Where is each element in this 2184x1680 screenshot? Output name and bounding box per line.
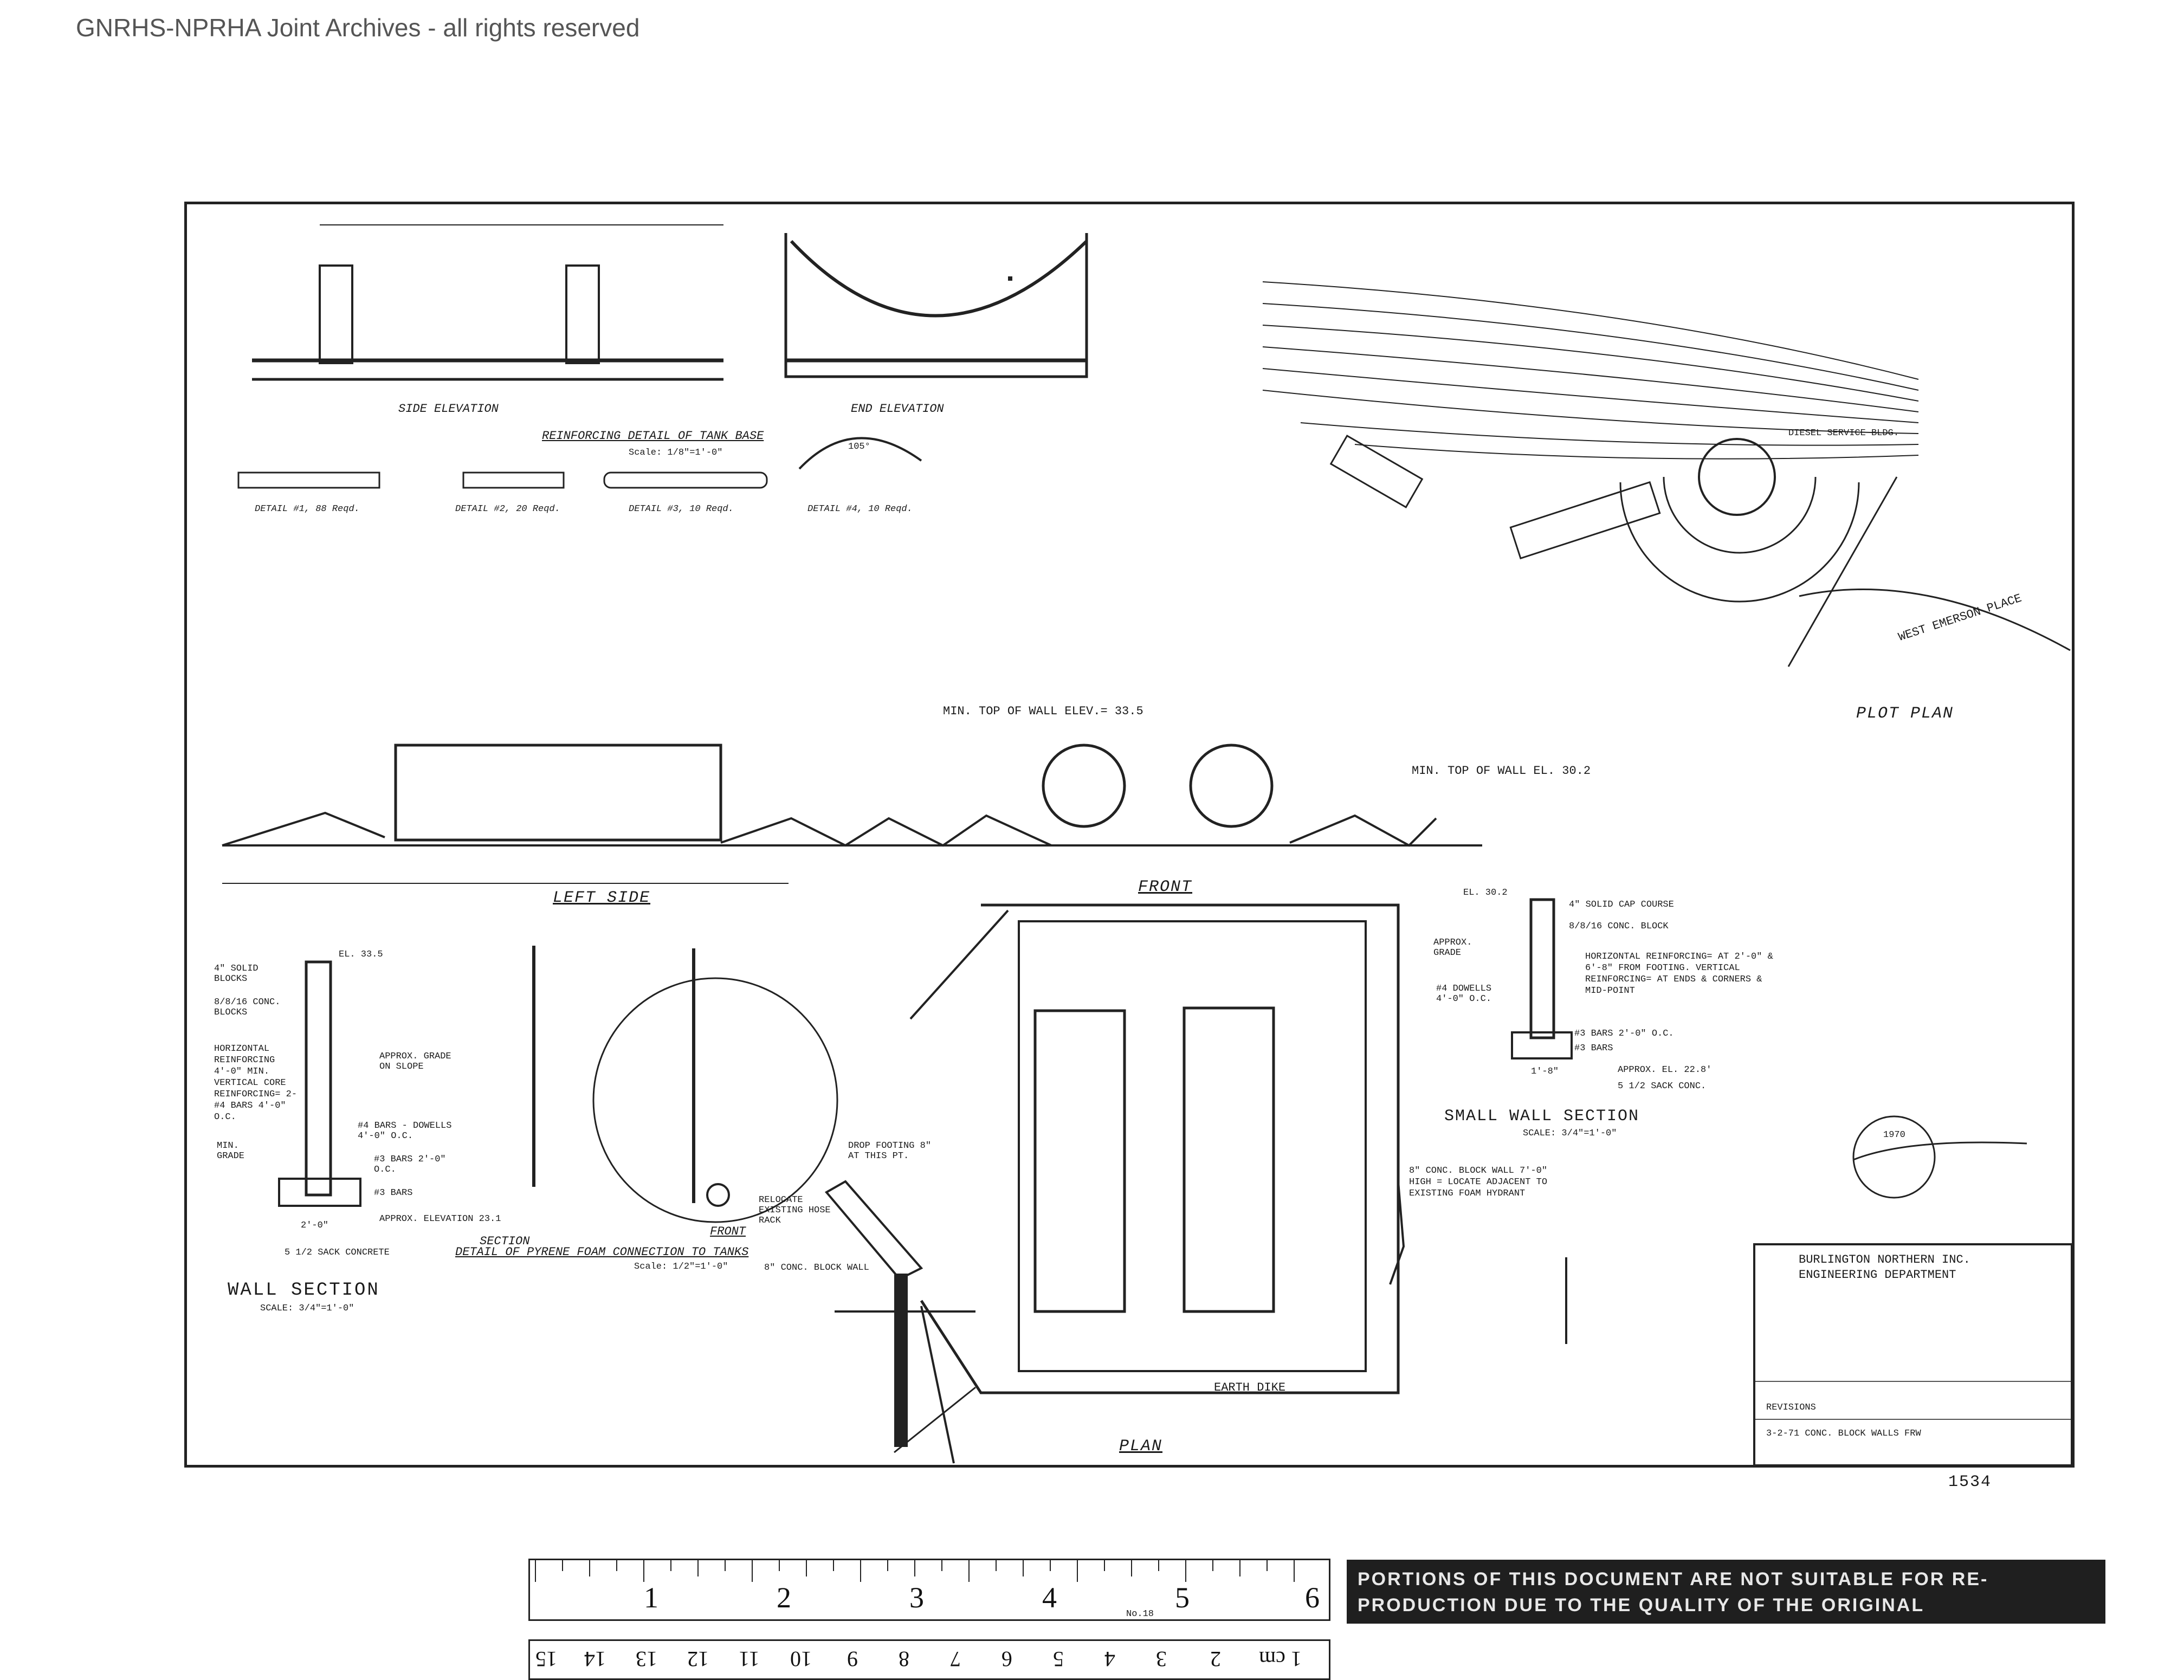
cm-mark-7: 7 xyxy=(950,1647,961,1671)
side-elevation-label: SIDE ELEVATION xyxy=(398,402,499,416)
wall-el-label: EL. 33.5 xyxy=(339,949,383,960)
small-wall-grade-label: APPROX. GRADE xyxy=(1433,938,1472,958)
approx-elevation-label: APPROX. ELEVATION 23.1 xyxy=(379,1214,501,1224)
block-wall-note: 8" CONC. BLOCK WALL 7'-0" HIGH = LOCATE … xyxy=(1409,1166,1548,1199)
ruler-brand: No.18 xyxy=(1126,1609,1154,1619)
small-wall-reinforcing-label: HORIZONTAL REINFORCING= AT 2'-0" & 6'-8"… xyxy=(1585,952,1773,996)
archive-watermark: GNRHS-NPRHA Joint Archives - all rights … xyxy=(76,14,640,42)
cm-mark-6: 6 xyxy=(1001,1647,1012,1671)
cm-mark-2: 2 xyxy=(1210,1647,1221,1671)
inch-ticks xyxy=(535,1560,1295,1582)
reproduction-notice: PORTIONS OF THIS DOCUMENT ARE NOT SUITAB… xyxy=(1347,1560,2105,1624)
cm-mark-14: 14 xyxy=(584,1647,606,1671)
company-name: BURLINGTON NORTHERN INC. xyxy=(1799,1253,1970,1267)
min-grade-label: MIN. GRADE xyxy=(217,1141,245,1161)
dowells-label: #4 DOWELLS 4'-0" O.C. xyxy=(1436,984,1492,1004)
cap-course-label: 4" SOLID CAP COURSE xyxy=(1569,900,1674,910)
section-label: SECTION xyxy=(480,1235,530,1248)
small-wall-scale: SCALE: 3/4"=1'-0" xyxy=(1523,1128,1617,1139)
cm-mark-15: 15 xyxy=(535,1647,557,1671)
department-name: ENGINEERING DEPARTMENT xyxy=(1799,1268,1956,1282)
block-wall-label: 8" CONC. BLOCK WALL xyxy=(764,1263,869,1273)
cm-mark-10: 10 xyxy=(790,1647,812,1671)
cm-mark-4: 4 xyxy=(1104,1647,1115,1671)
inch-mark-5: 5 xyxy=(1175,1581,1190,1614)
pyrene-front-label: FRONT xyxy=(710,1225,746,1238)
inch-mark-4: 4 xyxy=(1042,1581,1057,1614)
conc-blocks-label: 8/8/16 CONC. BLOCKS xyxy=(214,997,281,1018)
small-bars-oc-label: #3 BARS 2'-0" O.C. xyxy=(1574,1029,1674,1039)
pyrene-scale: Scale: 1/2"=1'-0" xyxy=(634,1262,728,1272)
inch-mark-1: 1 xyxy=(644,1581,658,1614)
cm-mark-1: 1 cm xyxy=(1259,1647,1302,1671)
end-elevation-label: END ELEVATION xyxy=(851,402,944,416)
small-approx-el-label: APPROX. EL. 22.8' xyxy=(1618,1065,1712,1075)
inch-ruler: 1 2 3 4 5 6 No.18 xyxy=(528,1559,1330,1621)
left-side-label: LEFT SIDE xyxy=(553,889,651,907)
solid-blocks-label: 4" SOLID BLOCKS xyxy=(214,964,259,984)
conc-block-label: 8/8/16 CONC. BLOCK xyxy=(1569,921,1669,932)
front-label: FRONT xyxy=(1138,878,1193,896)
cm-mark-5: 5 xyxy=(1053,1647,1064,1671)
cm-mark-3: 3 xyxy=(1156,1647,1167,1671)
wall-section-scale: SCALE: 3/4"=1'-0" xyxy=(260,1303,354,1314)
bars-oc-label: #3 BARS 2'-0" O.C. xyxy=(374,1154,446,1175)
small-wall-el-label: EL. 30.2 xyxy=(1463,888,1508,898)
detail-3-label: DETAIL #3, 10 Reqd. xyxy=(629,504,734,514)
inch-mark-3: 3 xyxy=(909,1581,924,1614)
small-bars-label: #3 BARS xyxy=(1574,1043,1613,1054)
small-concrete-label: 5 1/2 SACK CONC. xyxy=(1618,1081,1707,1091)
detail-4-label: DETAIL #4, 10 Reqd. xyxy=(807,504,913,514)
inch-mark-2: 2 xyxy=(777,1581,791,1614)
title-block: BURLINGTON NORTHERN INC. ENGINEERING DEP… xyxy=(1753,1243,2073,1466)
min-wall-elev-label: MIN. TOP OF WALL ELEV.= 33.5 xyxy=(943,705,1143,718)
bars-label: #3 BARS xyxy=(374,1188,413,1198)
cm-mark-13: 13 xyxy=(636,1647,657,1671)
seal-year: 1970 xyxy=(1883,1130,1905,1140)
wall-section-title: WALL SECTION xyxy=(228,1280,380,1301)
drawing-sheet xyxy=(184,202,2075,1468)
plan-title: PLAN xyxy=(1119,1437,1163,1456)
diesel-building-label: DIESEL SERVICE BLDG. xyxy=(1788,428,1899,438)
pyrene-detail-title: DETAIL OF PYRENE FOAM CONNECTION TO TANK… xyxy=(455,1245,749,1259)
revisions-divider xyxy=(1755,1419,2071,1420)
cm-mark-11: 11 xyxy=(739,1647,760,1671)
horizontal-reinforcing-label: HORIZONTAL REINFORCING 4'-0" MIN. VERTIC… xyxy=(214,1044,298,1122)
cm-mark-12: 12 xyxy=(687,1647,709,1671)
detail-1-label: DETAIL #1, 88 Reqd. xyxy=(255,504,360,514)
wall-footing-dim: 2'-0" xyxy=(301,1220,329,1231)
sack-concrete-label: 5 1/2 SACK CONCRETE xyxy=(285,1248,390,1258)
small-wall-dim: 1'-8" xyxy=(1531,1067,1559,1077)
bend-angle-label: 105° xyxy=(848,442,870,452)
inch-mark-6: 6 xyxy=(1305,1581,1320,1614)
earth-dike-label: EARTH DIKE xyxy=(1214,1381,1286,1394)
min-wall-el-label: MIN. TOP OF WALL EL. 30.2 xyxy=(1412,764,1591,778)
cm-mark-9: 9 xyxy=(847,1647,858,1671)
revision-row: 3-2-71 CONC. BLOCK WALLS FRW xyxy=(1766,1429,1921,1439)
plot-plan-title: PLOT PLAN xyxy=(1856,705,1954,723)
drop-footing-label: DROP FOOTING 8" AT THIS PT. xyxy=(848,1141,932,1161)
title-divider xyxy=(1755,1381,2071,1382)
small-wall-section-title: SMALL WALL SECTION xyxy=(1444,1107,1640,1126)
cm-ruler: 1 cm 2 3 4 5 6 7 8 9 10 11 12 13 14 15 xyxy=(528,1639,1330,1680)
sheet-mark: 1534 xyxy=(1948,1473,1992,1491)
reinforcing-scale: Scale: 1/8"=1'-0" xyxy=(629,448,723,458)
relocate-hose-label: RELOCATE EXISTING HOSE RACK xyxy=(759,1195,831,1226)
detail-2-label: DETAIL #2, 20 Reqd. xyxy=(455,504,560,514)
cm-mark-8: 8 xyxy=(899,1647,909,1671)
reinforcing-title: REINFORCING DETAIL OF TANK BASE xyxy=(542,429,764,443)
approx-grade-label: APPROX. GRADE ON SLOPE xyxy=(379,1051,451,1072)
revisions-heading: REVISIONS xyxy=(1766,1403,1816,1413)
dowell-bars-label: #4 BARS - DOWELLS 4'-0" O.C. xyxy=(358,1121,452,1141)
